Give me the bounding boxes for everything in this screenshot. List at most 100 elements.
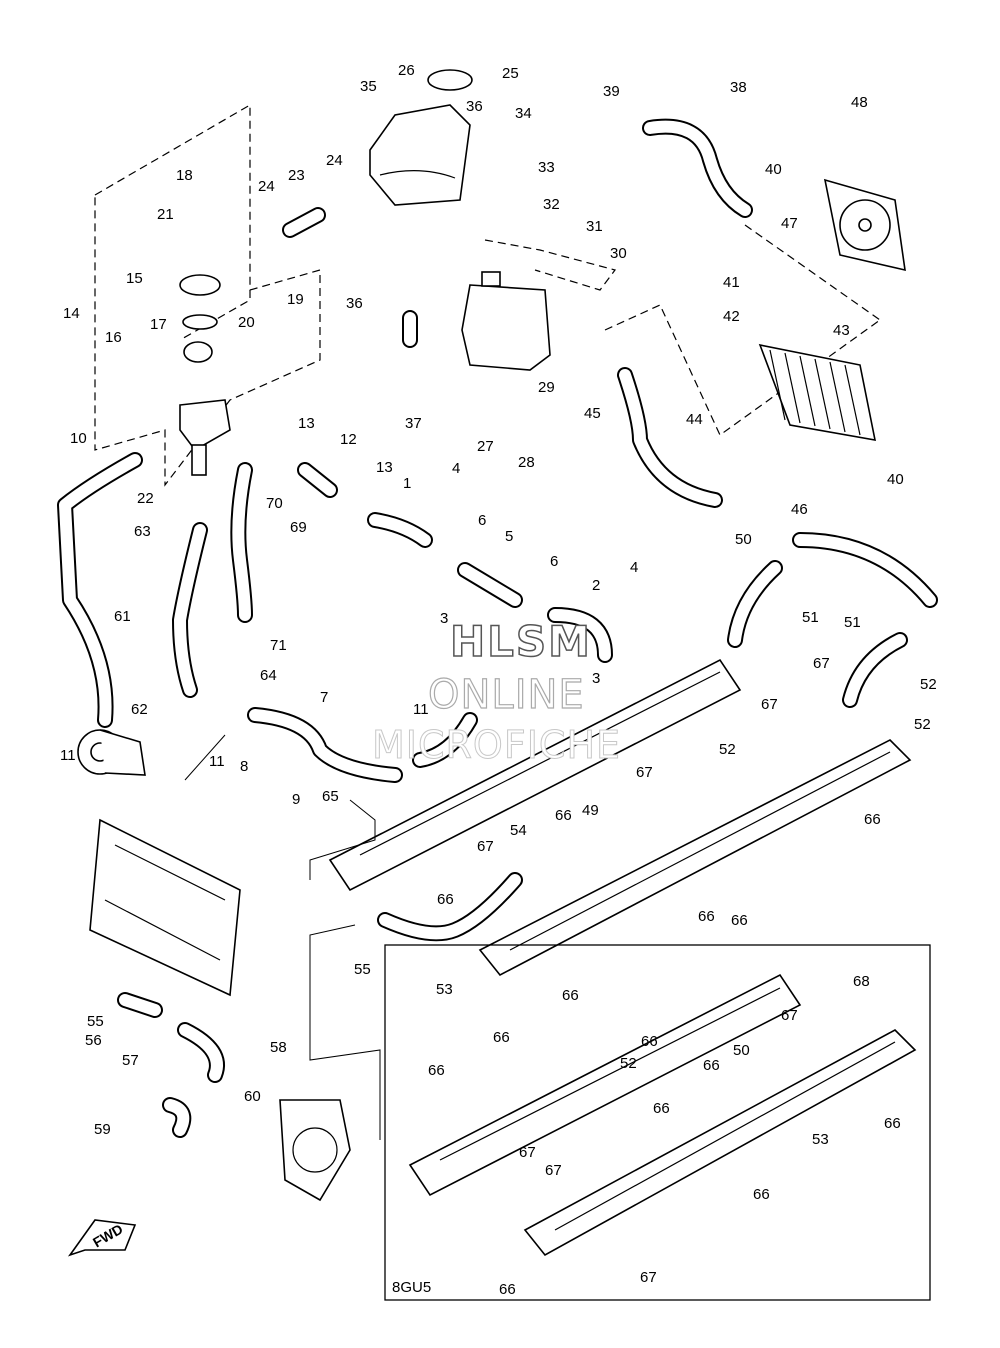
- callout-number: 32: [543, 196, 560, 213]
- callout-number: 67: [761, 696, 778, 713]
- thermostat-assembly-outline: [94, 103, 321, 487]
- callout-number: 11: [413, 701, 429, 718]
- callout-number: 10: [70, 430, 87, 447]
- variant-label: 8GU5: [392, 1279, 431, 1296]
- callout-number: 40: [887, 471, 904, 488]
- callout-number: 24: [258, 178, 275, 195]
- callout-number: 66: [499, 1281, 516, 1298]
- header-tank: [369, 104, 471, 206]
- callout-number: 70: [266, 495, 283, 512]
- callout-number: 8: [240, 758, 248, 775]
- callout-number: 13: [376, 459, 393, 476]
- callout-number: 26: [398, 62, 415, 79]
- callout-number: 34: [515, 105, 532, 122]
- callout-number: 29: [538, 379, 555, 396]
- callout-number: 66: [641, 1033, 658, 1050]
- thermostat-housing: [179, 274, 231, 476]
- callout-number: 4: [452, 460, 460, 477]
- callout-number: 68: [853, 973, 870, 990]
- callout-number: 44: [686, 411, 703, 428]
- callout-number: 17: [150, 316, 167, 333]
- callout-number: 42: [723, 308, 740, 325]
- callout-number: 7: [320, 689, 328, 706]
- watermark-line3: MICROFICHE: [372, 723, 621, 767]
- callout-number: 67: [545, 1162, 562, 1179]
- callout-number: 66: [493, 1029, 510, 1046]
- callout-number: 67: [519, 1144, 536, 1161]
- callout-number: 59: [94, 1121, 111, 1138]
- callout-number: 9: [292, 791, 300, 808]
- callout-number: 36: [466, 98, 483, 115]
- callout-number: 60: [244, 1088, 261, 1105]
- callout-number: 56: [85, 1032, 102, 1049]
- callout-number: 57: [122, 1052, 139, 1069]
- callout-number: 50: [735, 531, 752, 548]
- callout-number: 3: [592, 670, 600, 687]
- callout-number: 38: [730, 79, 747, 96]
- callout-number: 1: [403, 475, 411, 492]
- reservoir-bracket-outline: [484, 239, 617, 291]
- callout-number: 27: [477, 438, 494, 455]
- callout-number: 55: [354, 961, 371, 978]
- callout-number: 46: [791, 501, 808, 518]
- callout-number: 36: [346, 295, 363, 312]
- frame-section: [89, 818, 241, 997]
- callout-number: 21: [157, 206, 174, 223]
- callout-number: 18: [176, 167, 193, 184]
- callout-number: 40: [765, 161, 782, 178]
- callout-number: 52: [920, 676, 937, 693]
- callout-number: 11: [60, 747, 76, 764]
- callout-number: 51: [802, 609, 819, 626]
- callout-number: 53: [812, 1131, 829, 1148]
- callout-number: 48: [851, 94, 868, 111]
- callout-number: 43: [833, 322, 850, 339]
- callout-number: 62: [131, 701, 148, 718]
- callout-number: 33: [538, 159, 555, 176]
- callout-number: 66: [653, 1100, 670, 1117]
- callout-number: 41: [723, 274, 740, 291]
- fwd-arrow-icon: FWD: [67, 1219, 137, 1257]
- callout-number: 16: [105, 329, 122, 346]
- callout-number: 69: [290, 519, 307, 536]
- callout-number: 3: [440, 610, 448, 627]
- callout-number: 66: [437, 891, 454, 908]
- callout-number: 66: [753, 1186, 770, 1203]
- callout-number: 39: [603, 83, 620, 100]
- callout-number: 66: [864, 811, 881, 828]
- callout-number: 2: [592, 577, 600, 594]
- callout-number: 54: [510, 822, 527, 839]
- callout-number: 47: [781, 215, 798, 232]
- callout-number: 71: [270, 637, 287, 654]
- callout-number: 11: [209, 753, 225, 770]
- callout-number: 66: [555, 807, 572, 824]
- callout-number: 66: [428, 1062, 445, 1079]
- callout-number: 23: [288, 167, 305, 184]
- callout-number: 67: [640, 1269, 657, 1286]
- radiator: [758, 343, 877, 441]
- callout-number: 22: [137, 490, 154, 507]
- callout-number: 61: [114, 608, 131, 625]
- callout-number: 50: [733, 1042, 750, 1059]
- watermark-line1: HLSM: [450, 617, 592, 666]
- callout-number: 52: [620, 1055, 637, 1072]
- callout-number: 66: [884, 1115, 901, 1132]
- callout-number: 67: [477, 838, 494, 855]
- callout-number: 24: [326, 152, 343, 169]
- callout-number: 5: [505, 528, 513, 545]
- callout-number: 35: [360, 78, 377, 95]
- callout-number: 15: [126, 270, 143, 287]
- engine-cover: [279, 1099, 351, 1202]
- callout-number: 65: [322, 788, 339, 805]
- callout-number: 67: [636, 764, 653, 781]
- callout-number: 66: [703, 1057, 720, 1074]
- callout-number: 66: [731, 912, 748, 929]
- callout-number: 67: [813, 655, 830, 672]
- callout-number: 66: [698, 908, 715, 925]
- callout-number: 20: [238, 314, 255, 331]
- heat-exchanger-50-upper: [328, 658, 742, 892]
- callout-number: 66: [562, 987, 579, 1004]
- callout-number: 25: [502, 65, 519, 82]
- hoses: [57, 118, 938, 1138]
